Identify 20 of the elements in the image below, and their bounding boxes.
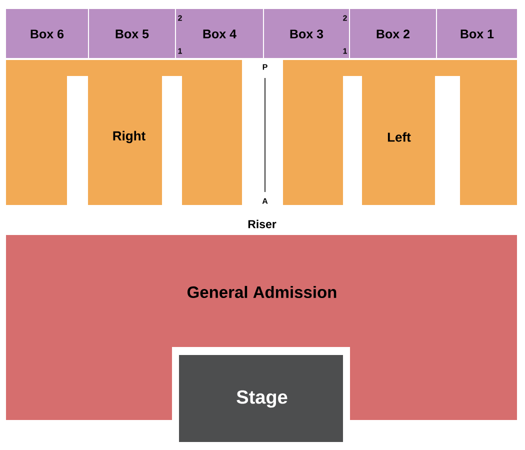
node-label: Box 1 xyxy=(460,30,494,38)
node-label: Box 3 xyxy=(290,30,324,38)
row-number: 1 xyxy=(178,48,182,54)
riser-label: Riser xyxy=(248,220,276,228)
seating-box: Box 1 xyxy=(437,9,517,58)
node-label: Box 6 xyxy=(30,30,64,38)
node-label: Box 2 xyxy=(376,30,410,38)
stage: Stage xyxy=(179,355,343,442)
aisle-letter: A xyxy=(262,198,268,204)
seating-box: Box 5 xyxy=(89,9,175,58)
row-number: 2 xyxy=(178,15,182,21)
seating-section: Right xyxy=(6,60,242,205)
node-label: Box 4 xyxy=(203,30,236,38)
node-label: Box 5 xyxy=(116,30,149,38)
row-number: 1 xyxy=(343,48,347,54)
aisle-letter: P xyxy=(262,64,268,70)
seating-section: Left xyxy=(283,60,517,205)
seating-box: Box 6 xyxy=(6,9,88,58)
seating-box: Box 2 xyxy=(350,9,436,58)
row-number: 2 xyxy=(343,15,347,21)
